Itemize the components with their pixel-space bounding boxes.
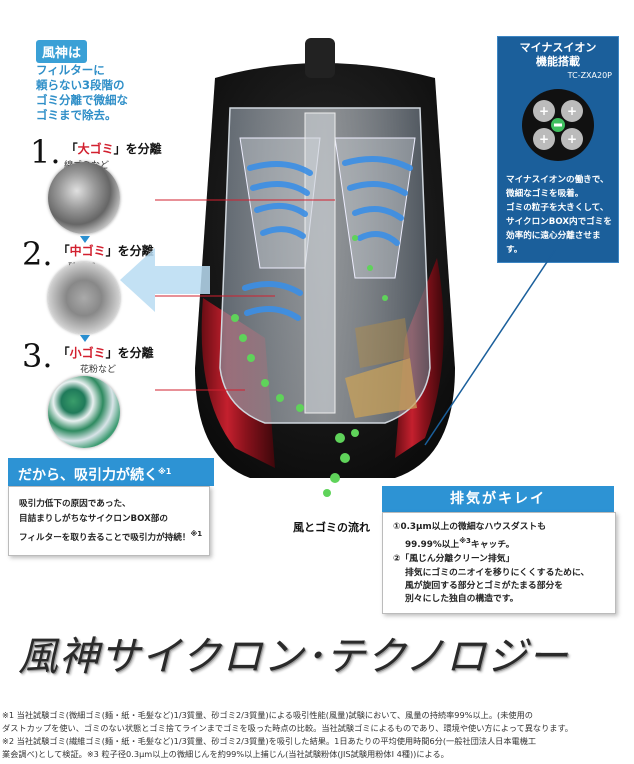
airflow-arrow-icon xyxy=(120,240,210,324)
svg-text:+: + xyxy=(539,132,549,146)
step-title: 「中ゴミ」を分離 xyxy=(57,244,154,258)
result-heading: だから、吸引力が続く※1 xyxy=(8,458,214,486)
model-number: TC-ZXA20P xyxy=(567,71,612,80)
svg-text:+: + xyxy=(567,104,577,118)
intro-text: フィルターに 頼らない3段階の ゴミ分離で微細な ゴミまで除去。 xyxy=(36,63,156,123)
minus-ion-panel: マイナスイオン 機能搭載 TC-ZXA20P + + + + マイナスイオンの働きで、… xyxy=(497,36,619,263)
result-box: 吸引力低下の原因であった、 目詰まりしがちなサイクロンBOX部の フィルターを取… xyxy=(8,486,210,556)
result-text: 吸引力低下の原因であった、 目詰まりしがちなサイクロンBOX部の フィルターを取… xyxy=(19,499,203,543)
step-sub: 花粉など xyxy=(80,365,117,375)
down-arrow-icon xyxy=(80,236,90,243)
step-title: 「小ゴミ」を分離 xyxy=(57,346,154,360)
exhaust-item-2-line: 風が旋回する部分とゴミがたまる部分を xyxy=(405,581,564,591)
exhaust-item-2-head: ②「風じん分離クリーン排気」 xyxy=(393,554,515,564)
ion-title: マイナスイオン 機能搭載 xyxy=(519,41,597,68)
exhaust-item-2-line: 排気にゴミのニオイを移りにくくするために、 xyxy=(405,568,590,578)
technology-title: 風神サイクロン･テクノロジー xyxy=(18,634,569,680)
exhaust-item-2-line: 別々にした独自の構造です。 xyxy=(405,594,519,604)
large-dust-sample-image xyxy=(48,162,120,234)
step-number: 1. xyxy=(30,133,61,171)
down-arrow-icon xyxy=(80,335,90,342)
airflow-label: 風とゴミの流れ xyxy=(293,521,370,534)
footnotes: ※1 当社試験ゴミ(微細ゴミ(麺・紙・毛髪など)1/3質量、砂ゴミ2/3質量)に… xyxy=(2,709,632,761)
exhaust-item-1: ①0.3μm以上の微細なハウスダストも xyxy=(393,522,547,532)
fujin-tag: 風神は xyxy=(36,40,88,63)
intro-line: フィルターに xyxy=(36,63,105,77)
exhaust-heading: 排気がキレイ xyxy=(382,486,614,512)
small-dust-sample-image xyxy=(48,376,120,448)
step-3: 3. 「小ゴミ」を分離 花粉など xyxy=(22,337,154,375)
svg-text:+: + xyxy=(539,104,549,118)
step-number: 2. xyxy=(22,235,53,273)
medium-dust-sample-image xyxy=(48,262,120,334)
ion-particle-icon: + + + + xyxy=(520,87,596,167)
intro-line: ゴミまで除去。 xyxy=(36,108,117,122)
footnote-line: 業会調べ)として検証。※3 粒子径0.3μm以上の微細じんを約99%以上捕じん(… xyxy=(2,749,449,759)
exhaust-box: ①0.3μm以上の微細なハウスダストも 99.99%以上※3キャッチ。 ②「風じ… xyxy=(382,512,616,614)
intro-line: 頼らない3段階の xyxy=(36,78,125,92)
exhaust-item-1-cont: 99.99%以上※3キャッチ。 xyxy=(405,537,515,550)
step-number: 3. xyxy=(22,337,53,375)
step-title: 「大ゴミ」を分離 xyxy=(65,142,162,156)
footnote-line: ※1 当社試験ゴミ(微細ゴミ(麺・紙・毛髪など)1/3質量、砂ゴミ2/3質量)に… xyxy=(2,710,533,720)
cyclone-cutaway-illustration xyxy=(115,38,485,508)
intro-line: ゴミ分離で微細な xyxy=(36,93,128,107)
svg-text:+: + xyxy=(567,132,577,146)
ion-description: マイナスイオンの働きで、 微細なゴミを吸着。 ゴミの粒子を大きくして、 サイクロ… xyxy=(506,175,612,255)
footnote-line: ※2 当社試験ゴミ(繊維ゴミ(麺・紙・毛髪など)1/3質量、砂ゴミ2/3質量)を… xyxy=(2,736,537,746)
footnote-line: ダストカップを使い、ゴミのない状態とゴミ捨てラインまでゴミを吸った時点の比較。当… xyxy=(2,723,573,733)
ion-leader-line xyxy=(420,249,560,454)
